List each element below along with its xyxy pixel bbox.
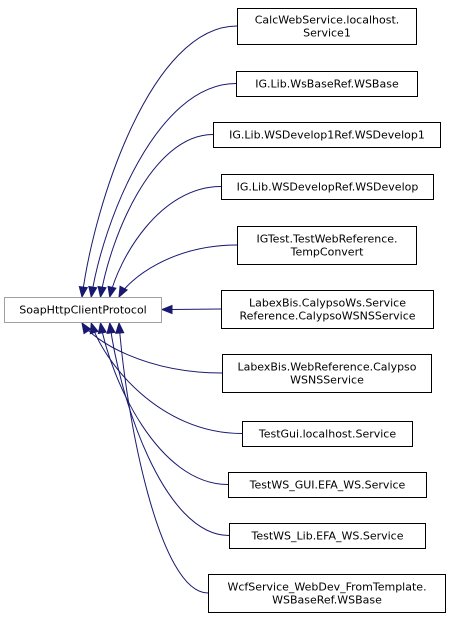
inheritance-edges <box>78 25 243 594</box>
derived-class-calcwebservice-localhost-service1-box <box>237 8 417 45</box>
derived-class-testws-gui-efa-ws-service[interactable]: TestWS_GUI.EFA_WS.Service <box>228 472 427 498</box>
derived-class-calcwebservice-localhost-service1-label-line: Service1 <box>303 27 351 40</box>
derived-class-igtest-testwebreference-tempconvert-label-line: TempConvert <box>290 246 364 259</box>
derived-class-testws-lib-efa-ws-service-label-line: TestWS_Lib.EFA_WS.Service <box>251 530 404 543</box>
derived-class-ig-lib-wsbaseref-wsbase-box <box>236 71 418 97</box>
derived-class-ig-lib-wsdevelopref-wsdevelop-label-line: IG.Lib.WSDevelopRef.WSDevelop <box>237 181 419 194</box>
derived-class-igtest-testwebreference-tempconvert[interactable]: IGTest.TestWebReference.TempConvert <box>237 226 417 265</box>
derived-class-labexbis-webreference-calypso-wsnsservice-label-line: LabexBis.WebReference.Calypso <box>237 361 416 374</box>
inheritance-arrowhead <box>89 321 99 335</box>
derived-class-labexbis-calypsows-service-reference-calypsowsnsservice-label-line: LabexBis.CalypsoWs.Service <box>249 297 406 310</box>
derived-class-wcfservice-webdev-fromtemplate-wsbaseref-wsbase-label-line: WcfService_WebDev_FromTemplate. <box>227 581 426 594</box>
derived-class-wcfservice-webdev-fromtemplate-wsbaseref-wsbase[interactable]: WcfService_WebDev_FromTemplate.WSBaseRef… <box>208 574 446 613</box>
class-nodes: SoapHttpClientProtocol CalcWebService.loc… <box>4 8 446 613</box>
derived-class-testgui-localhost-service-box <box>242 421 413 447</box>
inheritance-edge <box>109 322 230 536</box>
derived-class-labexbis-calypsows-service-reference-calypsowsnsservice-label-line: Reference.CalypsoWSNSService <box>239 310 415 323</box>
inheritance-edge <box>118 322 209 594</box>
inheritance-arrowhead <box>115 321 125 334</box>
derived-class-labexbis-webreference-calypso-wsnsservice[interactable]: LabexBis.WebReference.CalypsoWSNSService <box>222 354 432 393</box>
inheritance-edge <box>90 322 243 434</box>
inheritance-edge <box>109 186 222 298</box>
derived-class-ig-lib-wsdevelopref-wsdevelop-box <box>221 174 434 200</box>
base-class-soaphttpclientprotocol-label-line: SoapHttpClientProtocol <box>19 304 147 317</box>
derived-class-calcwebservice-localhost-service1-label-line: CalcWebService.localhost. <box>255 14 400 27</box>
derived-class-ig-lib-wsbaseref-wsbase-label-line: IG.Lib.WsBaseRef.WSBase <box>255 78 399 91</box>
derived-class-igtest-testwebreference-tempconvert-label-line: IGTest.TestWebReference. <box>256 233 397 246</box>
inheritance-arrowhead <box>97 321 108 335</box>
derived-class-wcfservice-webdev-fromtemplate-wsbaseref-wsbase-label-line: WSBaseRef.WSBase <box>272 594 382 607</box>
derived-class-testgui-localhost-service-label-line: TestGui.localhost.Service <box>258 428 396 441</box>
inheritance-edge <box>118 244 238 298</box>
derived-class-igtest-testwebreference-tempconvert-box <box>237 226 417 265</box>
derived-class-labexbis-calypsows-service-reference-calypsowsnsservice-box <box>221 290 434 329</box>
inheritance-arrowhead <box>88 285 98 299</box>
inheritance-edge <box>90 83 237 298</box>
derived-class-testws-gui-efa-ws-service-box <box>228 472 427 498</box>
derived-class-wcfservice-webdev-fromtemplate-wsbaseref-wsbase-box <box>208 574 446 613</box>
inheritance-arrowhead <box>81 321 92 335</box>
derived-class-testws-lib-efa-ws-service-box <box>229 523 426 549</box>
derived-class-labexbis-webreference-calypso-wsnsservice-box <box>222 354 432 393</box>
inheritance-arrowhead <box>160 304 173 315</box>
base-class-soaphttpclientprotocol[interactable]: SoapHttpClientProtocol <box>4 297 162 323</box>
derived-class-ig-lib-wsbaseref-wsbase[interactable]: IG.Lib.WsBaseRef.WSBase <box>236 71 418 97</box>
inheritance-arrowhead <box>78 285 89 299</box>
inheritance-arrowhead <box>97 285 107 299</box>
inheritance-edge <box>171 308 222 310</box>
derived-class-ig-lib-wsdevelop1ref-wsdevelop1-label-line: IG.Lib.WSDevelop1Ref.WSDevelop1 <box>229 129 425 142</box>
derived-class-ig-lib-wsdevelopref-wsdevelop[interactable]: IG.Lib.WSDevelopRef.WSDevelop <box>221 174 434 200</box>
inheritance-edge <box>100 322 229 485</box>
derived-class-testws-gui-efa-ws-service-label-line: TestWS_GUI.EFA_WS.Service <box>249 479 406 492</box>
inheritance-arrowhead <box>106 321 116 335</box>
base-class-soaphttpclientprotocol-box <box>4 297 162 323</box>
derived-class-testws-lib-efa-ws-service[interactable]: TestWS_Lib.EFA_WS.Service <box>229 523 426 549</box>
inheritance-arrowhead <box>107 285 117 299</box>
derived-class-labexbis-webreference-calypso-wsnsservice-label-line: WSNSService <box>290 374 364 387</box>
derived-class-ig-lib-wsdevelop1ref-wsdevelop1-box <box>213 122 441 148</box>
inheritance-arrowhead <box>118 285 129 299</box>
derived-class-ig-lib-wsdevelop1ref-wsdevelop1[interactable]: IG.Lib.WSDevelop1Ref.WSDevelop1 <box>213 122 441 148</box>
derived-class-calcwebservice-localhost-service1[interactable]: CalcWebService.localhost.Service1 <box>237 8 417 45</box>
derived-class-testgui-localhost-service[interactable]: TestGui.localhost.Service <box>242 421 413 447</box>
derived-class-labexbis-calypsows-service-reference-calypsowsnsservice[interactable]: LabexBis.CalypsoWs.ServiceReference.Caly… <box>221 290 434 329</box>
inheritance-edge <box>100 134 214 298</box>
inheritance-edge <box>81 25 238 298</box>
